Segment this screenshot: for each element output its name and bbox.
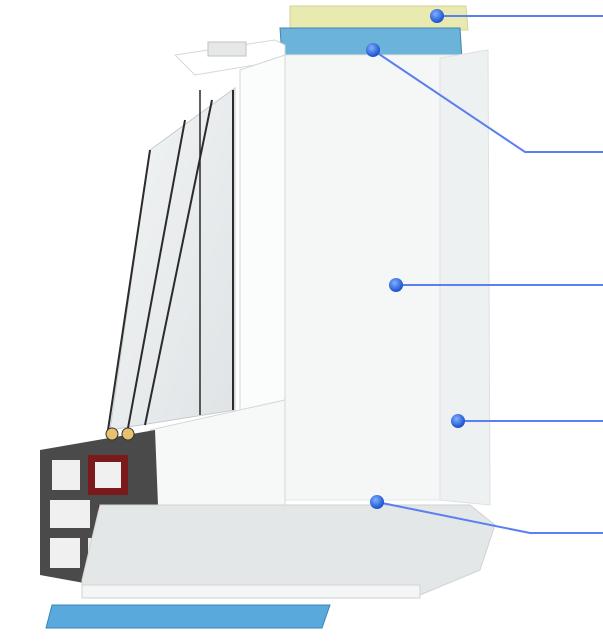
callout-line-sill <box>376 501 603 534</box>
sill-front <box>81 584 421 599</box>
callout-dot-sill[interactable] <box>370 495 384 509</box>
wall-slope-panel <box>284 54 463 501</box>
glass-pane <box>109 87 236 431</box>
frame-latch <box>207 41 247 57</box>
callout-dot-profile[interactable] <box>451 414 465 428</box>
callout-lines <box>372 15 603 534</box>
bottom-strip <box>45 604 331 629</box>
wall-side-strip <box>439 49 491 506</box>
callout-dot-wall[interactable] <box>389 278 403 292</box>
frame-top <box>173 39 286 76</box>
glass-edge <box>144 99 213 426</box>
glass-edge <box>127 119 186 429</box>
frame-side <box>239 54 286 411</box>
callout-line-membrane <box>372 49 603 153</box>
insulation-layer <box>289 5 469 31</box>
window-sill <box>81 504 496 596</box>
glass-edge <box>107 149 151 431</box>
callout-dot-membrane[interactable] <box>366 43 380 57</box>
callout-dot-insulation[interactable] <box>430 9 444 23</box>
